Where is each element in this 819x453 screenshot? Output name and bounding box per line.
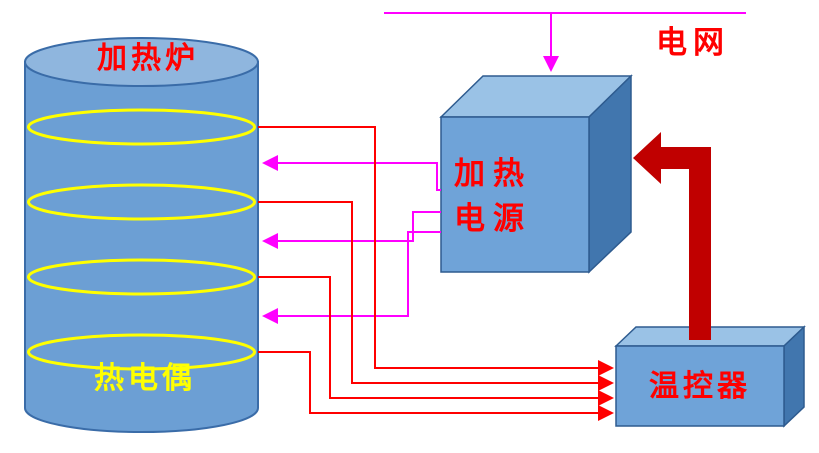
power-supply-label-line1: 加热 — [454, 156, 532, 191]
sensor-connector-1 — [258, 126, 614, 376]
control-feedback-arrow — [633, 132, 711, 340]
thermocouple-signal-connectors — [258, 126, 614, 421]
thermocouple-label: 热电偶 — [94, 362, 196, 395]
sensor-connector-3 — [258, 276, 614, 406]
grid-label: 电网 — [656, 25, 730, 60]
coil-ellipse-3 — [27, 258, 256, 296]
power-connector-3 — [262, 231, 441, 324]
coil-ellipse-2 — [27, 183, 256, 221]
controller-label: 温控器 — [649, 370, 751, 403]
coil-ellipse-1 — [27, 108, 256, 146]
power-connector-2 — [262, 211, 441, 249]
heater-power-connectors — [262, 155, 441, 324]
temperature-controller: 温控器 — [614, 325, 806, 428]
heating-furnace: 加热炉 热电偶 — [24, 37, 259, 433]
power-supply-box-front — [440, 116, 590, 273]
furnace-cylinder-body — [24, 61, 259, 433]
furnace-cylinder-top — [24, 37, 259, 87]
sensor-connector-4 — [258, 351, 614, 421]
sensor-connector-2 — [258, 201, 614, 391]
controller-box-front — [615, 345, 785, 427]
power-connector-1 — [262, 155, 441, 191]
power-grid: 电网 — [384, 12, 746, 72]
furnace-label: 加热炉 — [97, 42, 199, 75]
power-supply-label-line2: 电源 — [454, 201, 532, 236]
power-supply: 加热 电源 — [439, 74, 633, 274]
coil-ellipse-4 — [27, 333, 256, 371]
